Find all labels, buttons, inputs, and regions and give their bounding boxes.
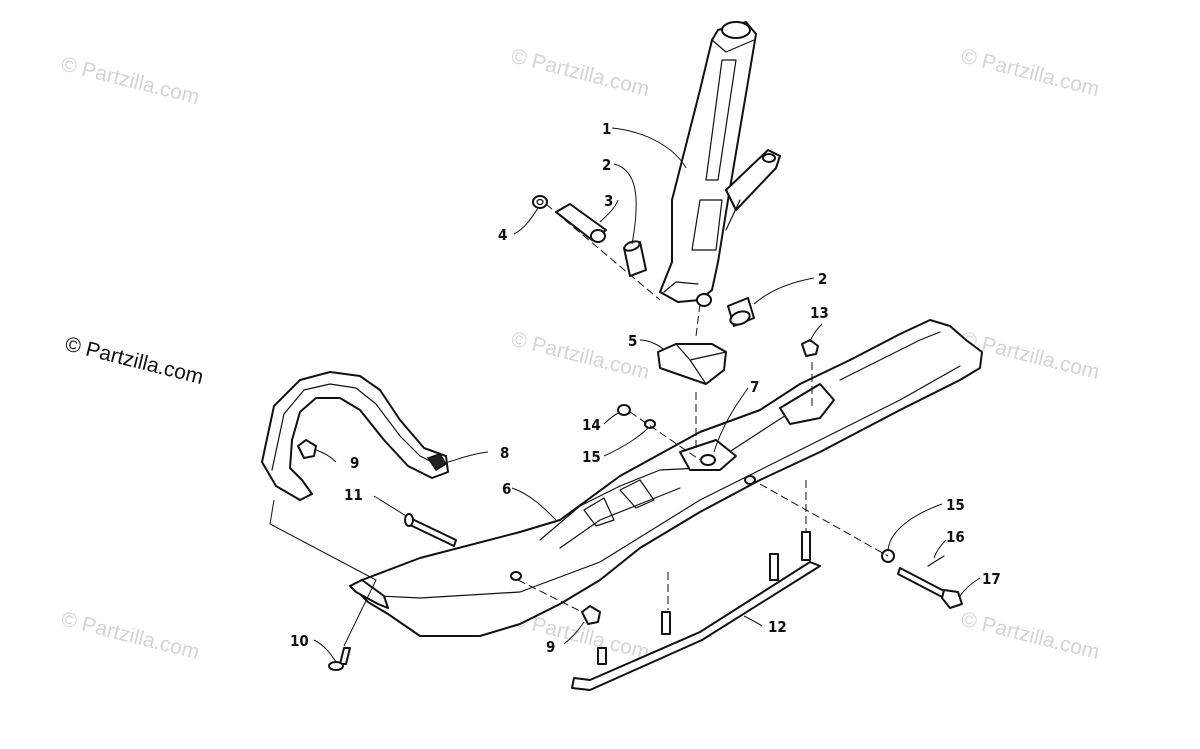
- callout-4: 4: [498, 226, 507, 244]
- callout-12: 12: [768, 618, 787, 636]
- watermark-main: © Partzilla.com: [63, 333, 206, 390]
- callout-2-lower: 2: [818, 270, 827, 288]
- nut-13-part: [801, 339, 819, 357]
- callout-1: 1: [602, 120, 611, 138]
- spindle-part: [659, 21, 781, 307]
- bolt-part: [404, 513, 457, 547]
- wear-bar-part: [571, 531, 821, 691]
- cotter-pin-part: [927, 555, 945, 567]
- callout-10: 10: [290, 632, 309, 650]
- pivot-block-part: [657, 343, 727, 385]
- nut-part: [700, 454, 716, 466]
- washer-part: [532, 195, 548, 209]
- handle-part: [261, 371, 449, 501]
- bushing-part-lower: [727, 297, 755, 327]
- nut-14-part: [617, 404, 631, 416]
- callout-14: 14: [582, 416, 601, 434]
- callout-16: 16: [946, 528, 965, 546]
- watermark: © Partzilla.com: [59, 53, 202, 110]
- sleeve-part: [555, 203, 607, 243]
- callout-5: 5: [628, 332, 637, 350]
- nut-9-part-lower: [581, 605, 601, 625]
- callout-8: 8: [500, 444, 509, 462]
- callout-17: 17: [982, 570, 1001, 588]
- screw-part: [328, 647, 351, 671]
- watermark: © Partzilla.com: [959, 608, 1102, 665]
- callout-15: 15: [582, 448, 601, 466]
- callout-labels: 1 2 3 4 2 13 5 7 14 15 8 9 6 11 15 16 17…: [290, 120, 1001, 656]
- leader-lines: [313, 127, 981, 663]
- long-bolt-part: [897, 567, 963, 609]
- washer-15-part: [644, 419, 656, 429]
- bushing-part: [623, 240, 647, 277]
- nut-9-part: [297, 439, 317, 459]
- callout-2: 2: [602, 156, 611, 174]
- assembly-lines: [269, 203, 889, 647]
- watermark: © Partzilla.com: [959, 45, 1102, 102]
- callout-7: 7: [750, 378, 759, 396]
- callout-6: 6: [502, 480, 511, 498]
- callout-15-lower: 15: [946, 496, 965, 514]
- callout-11: 11: [344, 486, 363, 504]
- callout-9-lower: 9: [546, 638, 555, 656]
- callout-13: 13: [810, 304, 829, 322]
- callout-3: 3: [604, 192, 613, 210]
- watermark: © Partzilla.com: [59, 608, 202, 665]
- ski-part: [349, 319, 983, 637]
- watermark: © Partzilla.com: [509, 45, 652, 102]
- callout-9: 9: [350, 454, 359, 472]
